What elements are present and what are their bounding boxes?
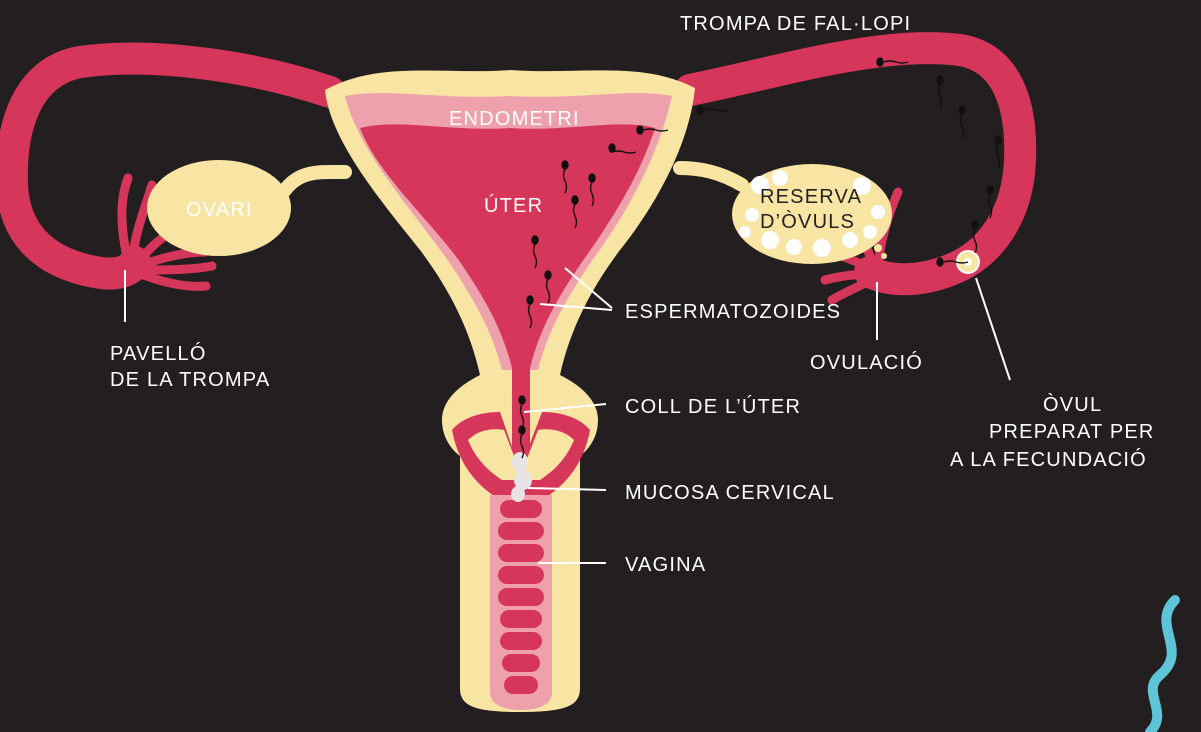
blue-squiggle-decoration xyxy=(1150,600,1175,732)
label-cervical-mucus: MUCOSA CERVICAL xyxy=(625,482,835,504)
label-uterus: ÚTER xyxy=(484,194,543,217)
label-endometrium: ENDOMETRI xyxy=(449,108,580,130)
label-ovulation: OVULACIÓ xyxy=(810,351,923,374)
label-ovary: OVARI xyxy=(186,199,253,221)
label-ovum-reserve-2: D’ÒVULS xyxy=(760,210,855,233)
left-ovarian-ligament xyxy=(285,172,345,190)
label-ovum-reserve-1: RESERVA xyxy=(760,186,862,208)
vaginal-rugae xyxy=(498,500,544,694)
label-ovum-2: PREPARAT PER xyxy=(989,421,1155,443)
label-ovum-3: A LA FECUNDACIÓ xyxy=(950,448,1147,471)
label-fimbriae-1: PAVELLÓ xyxy=(110,342,207,365)
label-cervix: COLL DE L’ÚTER xyxy=(625,395,801,418)
label-fimbriae-2: DE LA TROMPA xyxy=(110,369,270,391)
label-ovum-1: ÒVUL xyxy=(1043,393,1102,416)
label-sperm: ESPERMATOZOIDES xyxy=(625,301,841,323)
right-ovarian-ligament xyxy=(680,168,742,185)
label-fallopian-tube: TROMPA DE FAL·LOPI xyxy=(680,13,911,35)
label-vagina: VAGINA xyxy=(625,554,706,576)
